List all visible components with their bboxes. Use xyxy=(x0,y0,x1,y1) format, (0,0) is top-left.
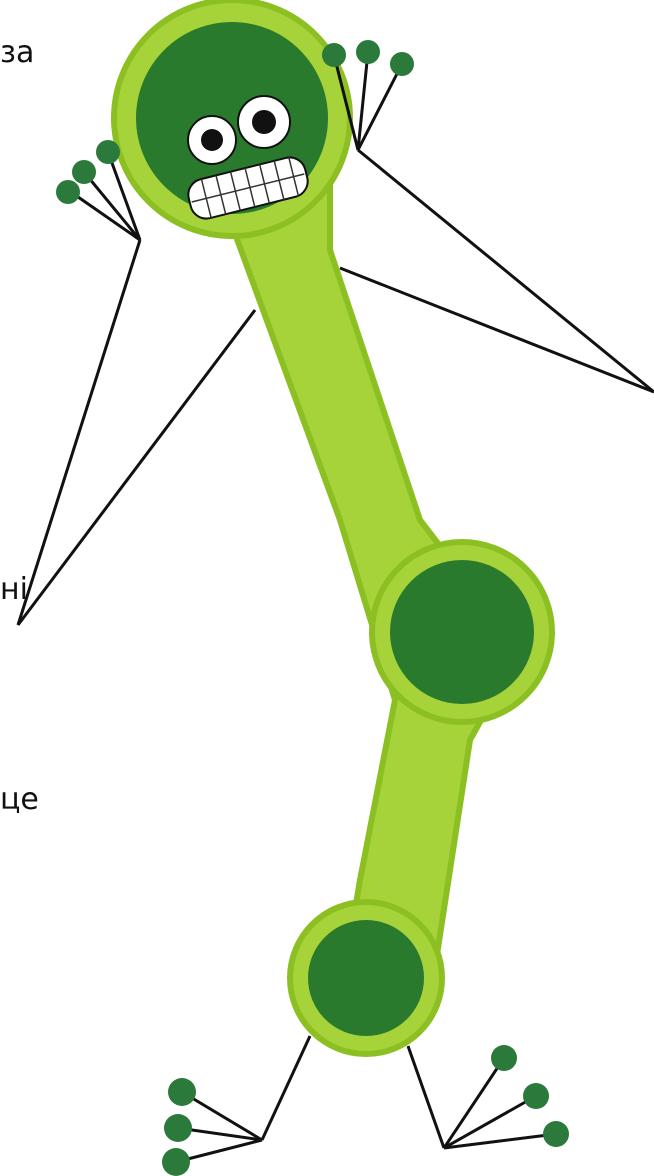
lower-core xyxy=(308,920,424,1036)
dendrite-dot xyxy=(56,180,80,204)
dendrite-dot xyxy=(96,140,120,164)
pointer-line xyxy=(340,268,654,392)
lower-left-terminal xyxy=(162,1036,310,1176)
body-shape xyxy=(114,0,552,1054)
dendrite-dot xyxy=(322,43,346,67)
terminal-dot xyxy=(491,1045,517,1071)
dendrite-dot xyxy=(390,52,414,76)
lower-right-terminal xyxy=(408,1045,569,1148)
left-pupil xyxy=(201,129,223,151)
terminal-dot xyxy=(523,1083,549,1109)
terminal-dot xyxy=(543,1121,569,1147)
dendrite-dot xyxy=(356,40,380,64)
terminal-dot xyxy=(168,1078,196,1106)
terminal-dot xyxy=(164,1114,192,1142)
right-pupil xyxy=(252,110,276,134)
pointer-line xyxy=(18,240,140,625)
middle-core xyxy=(390,560,534,704)
pointer-line xyxy=(358,150,654,392)
terminal-dot xyxy=(162,1148,190,1176)
pointer-line xyxy=(18,310,255,625)
dendrite-dot xyxy=(72,160,96,184)
